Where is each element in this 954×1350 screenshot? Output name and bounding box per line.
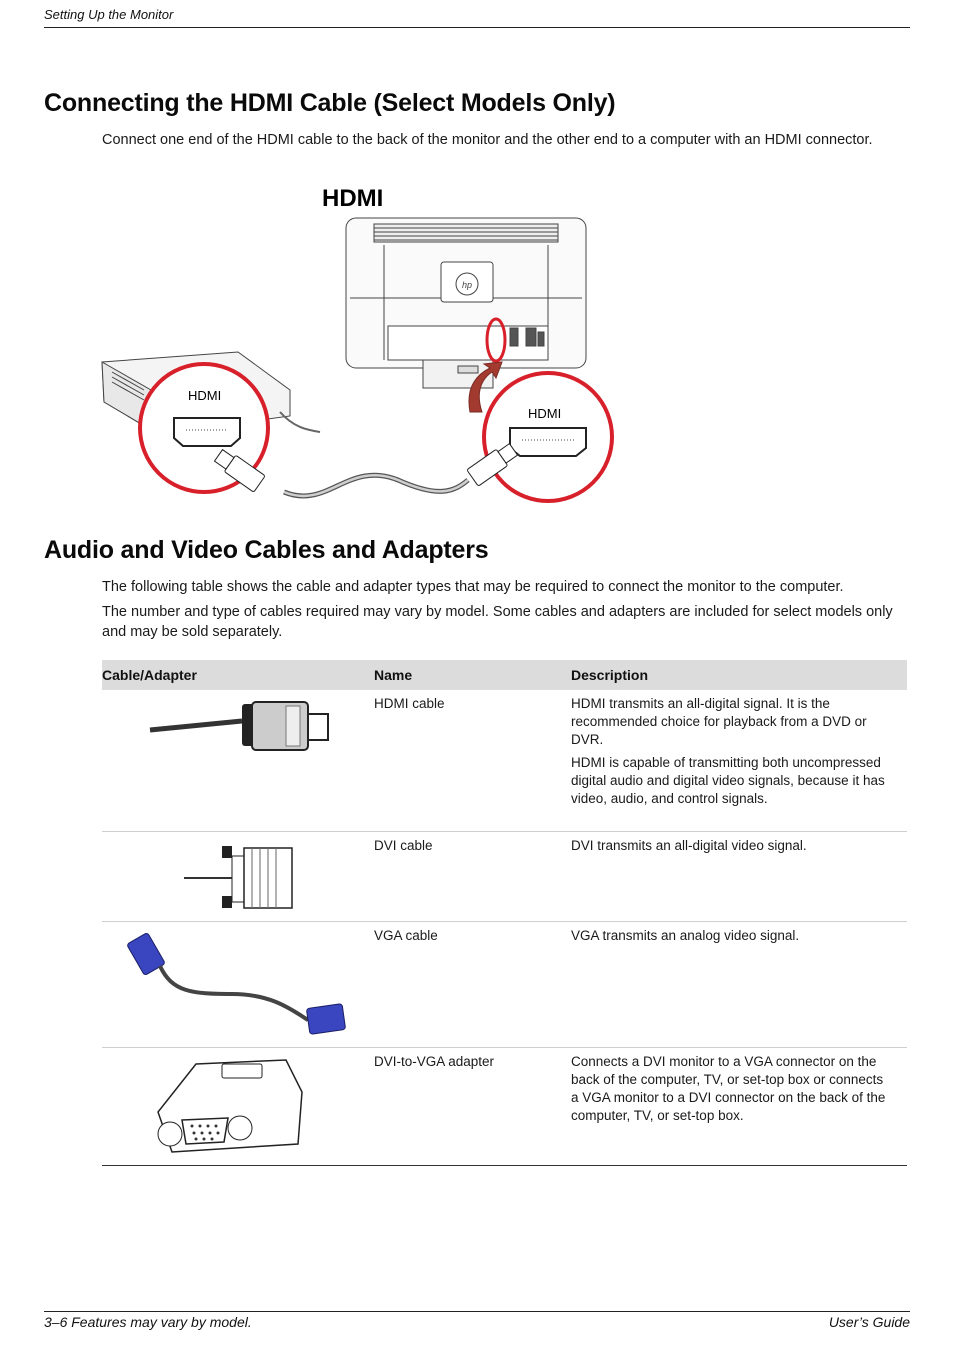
footer-doc-title: User’s Guide <box>828 1314 910 1330</box>
footer-rule <box>44 1311 910 1312</box>
description-paragraph: HDMI is capable of transmitting both unc… <box>571 755 885 806</box>
cable-name-cell: HDMI cable <box>374 690 571 832</box>
table-header-row: Cable/Adapter Name Description <box>102 660 907 690</box>
description-paragraph: HDMI transmits an all-digital signal. It… <box>571 696 867 747</box>
figure-title: HDMI <box>322 185 383 212</box>
description-paragraph: DVI transmits an all-digital video signa… <box>571 837 807 853</box>
vga-cable-icon <box>127 932 346 1034</box>
description-paragraph: VGA transmits an analog video signal. <box>571 927 800 943</box>
cable-name-cell: VGA cable <box>374 921 571 1048</box>
monitor-back-illustration: hp <box>345 217 587 389</box>
curved-arrow-icon <box>468 361 503 413</box>
description-paragraph: Connects a DVI monitor to a VGA connecto… <box>571 1053 886 1123</box>
header-rule <box>44 27 910 28</box>
table-row: DVI-to-VGA adapter Connects a DVI monito… <box>102 1047 907 1166</box>
section-title-hdmi: Connecting the HDMI Cable (Select Models… <box>44 89 616 117</box>
cable-description-cell: HDMI transmits an all-digital signal. It… <box>571 690 907 832</box>
hdmi-port-highlight <box>485 317 507 363</box>
hdmi-connection-figure: HDMI hp HDMI HDMI <box>101 185 614 503</box>
right-hdmi-port-icon <box>509 427 587 457</box>
table-row: DVI cable DVI transmits an all-digital v… <box>102 831 907 922</box>
cable-name-cell: DVI cable <box>374 831 571 922</box>
running-header: Setting Up the Monitor <box>44 7 174 22</box>
svg-text:hp: hp <box>462 280 472 290</box>
left-hdmi-plug-icon <box>213 448 265 492</box>
cable-name-cell: DVI-to-VGA adapter <box>374 1047 571 1166</box>
hdmi-cable-icon <box>149 701 329 751</box>
cable-description-cell: DVI transmits an all-digital video signa… <box>571 831 907 922</box>
right-callout-label: HDMI <box>528 406 561 421</box>
section-hdmi-body: Connect one end of the HDMI cable to the… <box>102 132 873 148</box>
footer-page-info: 3–6 Features may vary by model. <box>44 1314 252 1330</box>
cable-image-cell <box>102 831 374 922</box>
dvi-to-vga-adapter-icon <box>157 1058 303 1153</box>
hdmi-cable-line <box>283 472 470 499</box>
table-row: VGA cable VGA transmits an analog video … <box>102 921 907 1048</box>
left-callout-label: HDMI <box>188 388 221 403</box>
cable-description-cell: Connects a DVI monitor to a VGA connecto… <box>571 1047 907 1166</box>
table-header-name: Name <box>374 660 571 690</box>
table-header-description: Description <box>571 660 907 690</box>
left-hdmi-port-icon <box>173 417 241 447</box>
table-header-cable: Cable/Adapter <box>102 660 374 690</box>
cable-image-cell <box>102 690 374 832</box>
cables-table: Cable/Adapter Name Description HDMI cabl… <box>102 660 907 1166</box>
cable-image-cell <box>102 1047 374 1166</box>
section-title-cables: Audio and Video Cables and Adapters <box>44 536 489 564</box>
right-hdmi-plug-icon <box>467 442 519 486</box>
table-row: HDMI cable HDMI transmits an all-digital… <box>102 690 907 832</box>
cable-image-cell <box>102 921 374 1048</box>
section-cables-body-2: The number and type of cables required m… <box>102 604 893 640</box>
section-cables-body-1: The following table shows the cable and … <box>102 579 844 595</box>
dvi-cable-icon <box>184 845 293 909</box>
cable-description-cell: VGA transmits an analog video signal. <box>571 921 907 1048</box>
